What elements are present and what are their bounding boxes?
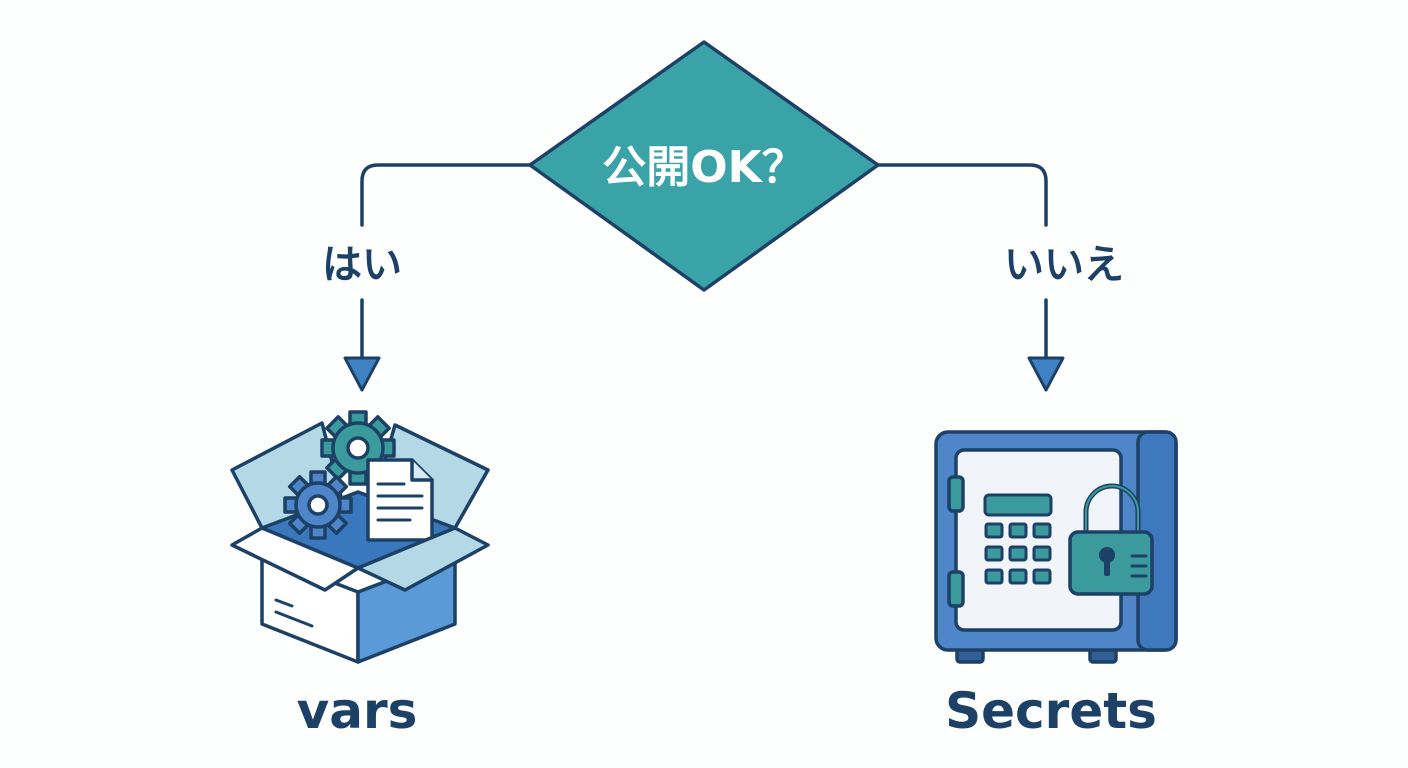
document-icon [366, 458, 434, 542]
gear-small-icon [283, 470, 353, 540]
box-label-line-2 [274, 610, 314, 628]
safe-with-keypad-and-padlock-icon [934, 430, 1178, 664]
connector-yes-line [360, 163, 532, 227]
decision-question: 公開OK？ [602, 142, 806, 193]
keypad-icon [983, 493, 1053, 585]
branch-label-yes: はい [322, 242, 402, 288]
safe-hinge-top [947, 475, 965, 513]
open-box-with-gears-and-document-icon [230, 410, 490, 664]
padlock-icon [1068, 483, 1154, 596]
arrowhead-yes-icon [343, 356, 381, 392]
result-label-secrets: Secrets [945, 682, 1157, 740]
decision-diamond-shape [528, 40, 880, 292]
connectors [360, 163, 1048, 360]
box-front-flap-right [356, 526, 490, 592]
arrowhead-no-icon [1027, 356, 1065, 392]
result-label-vars: vars [297, 682, 418, 740]
decision-node: 公開OK？ [528, 40, 880, 292]
connector-no-line [876, 163, 1048, 227]
box-front-flap-left [230, 526, 360, 592]
branch-label-no: いいえ [1004, 242, 1124, 288]
safe-hinge-bottom [947, 570, 965, 608]
box-label-line-1 [274, 598, 294, 608]
